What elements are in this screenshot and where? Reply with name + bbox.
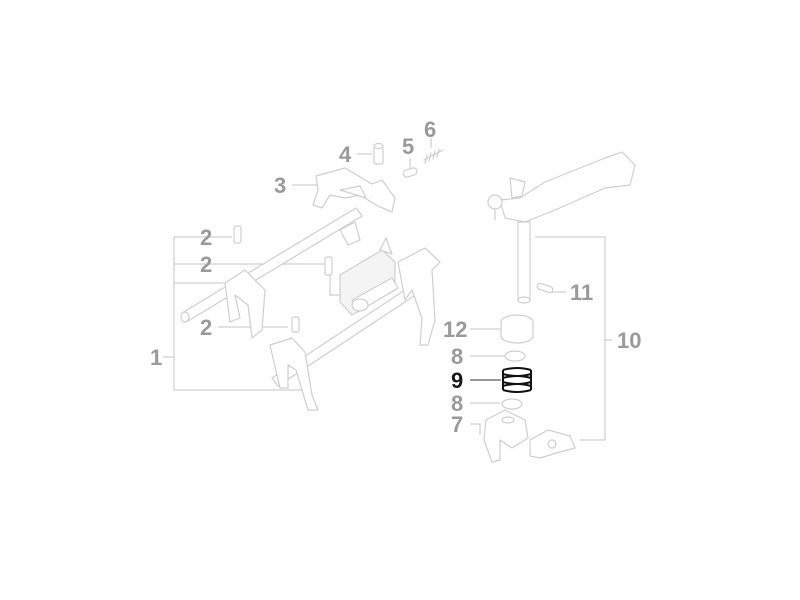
callout-4: 4 [339, 142, 352, 167]
part-3-shift-bracket [312, 167, 396, 213]
part-4-pin [373, 142, 384, 165]
callout-1: 1 [150, 345, 162, 370]
callout-9: 9 [451, 368, 463, 393]
callout-8-lower: 8 [451, 391, 463, 416]
part-9-spring-highlighted [470, 367, 532, 393]
part-11-pin [536, 282, 554, 294]
callout-11: 11 [570, 280, 593, 305]
part-5-detent [402, 167, 418, 178]
callout-3: 3 [274, 173, 286, 198]
callout-8-upper: 8 [451, 344, 463, 369]
callout-6: 6 [424, 117, 436, 142]
part-6-small-spring [423, 148, 444, 164]
callout-10: 10 [617, 328, 641, 353]
part-2-roll-pins [233, 225, 333, 333]
callout-5: 5 [402, 134, 414, 159]
callout-labels: 1 2 2 2 3 4 5 6 12 8 9 8 7 11 10 [150, 117, 641, 437]
part-10-gear-lever [483, 151, 636, 463]
callout-12: 12 [443, 317, 467, 342]
callout-2-lower: 2 [200, 315, 212, 340]
callout-2-middle: 2 [200, 252, 212, 277]
callout-2-upper: 2 [200, 225, 212, 250]
shift-rail-assembly [180, 207, 441, 411]
callout-7: 7 [451, 412, 463, 437]
